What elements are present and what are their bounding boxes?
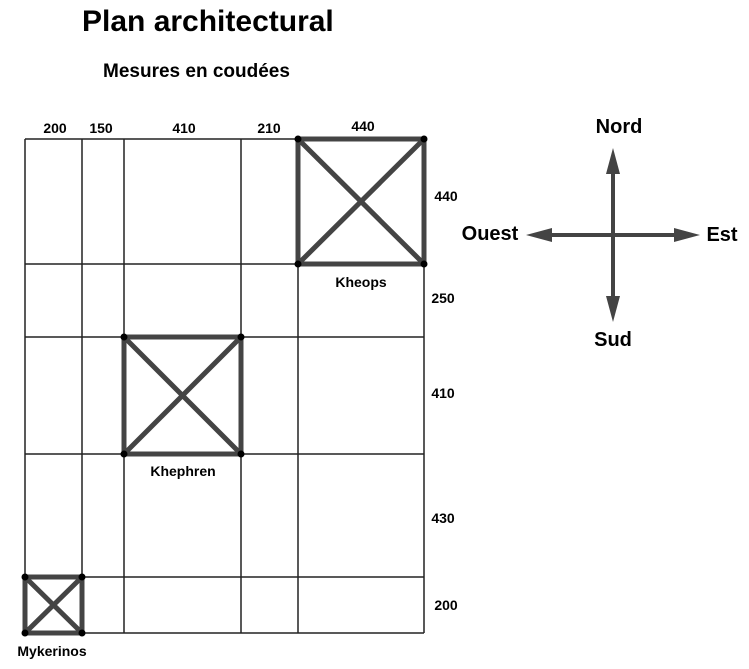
west-arrowhead-icon [526,228,552,242]
corner-dot [78,629,86,637]
corner-dot [420,260,428,268]
pyramid-diagonal [23,575,84,635]
row-label: 410 [431,385,455,401]
column-label: 410 [172,120,196,136]
corner-dot [21,629,29,637]
compass-label-north: Nord [596,116,643,138]
diagram-title: Plan architectural [82,5,334,38]
pyramid-mykerinos [22,574,85,636]
compass-rose [526,148,700,322]
column-label: 440 [351,118,375,134]
north-arrowhead-icon [606,148,620,174]
corner-dot [120,450,128,458]
column-label: 200 [43,120,67,136]
pyramid-base [22,574,85,636]
pyramid-label-kheops: Kheops [335,274,387,290]
south-arrowhead-icon [606,296,620,322]
corner-dot [420,135,428,143]
row-label: 200 [434,597,458,613]
row-label: 440 [434,188,458,204]
row-label: 430 [431,510,455,526]
corner-dot [237,450,245,458]
corner-dot [21,573,29,581]
corner-dot [237,333,245,341]
pyramid-khephren [121,334,244,457]
corner-dot [294,260,302,268]
pyramid-base [121,334,244,457]
corner-dot [294,135,302,143]
compass-label-east: Est [706,224,737,246]
column-label: 210 [257,120,281,136]
column-label: 150 [89,120,113,136]
compass-label-west: Ouest [462,223,519,245]
row-labels: 440 250 410 430 200 [431,188,458,613]
pyramid-base [295,136,427,267]
column-labels: 200 150 410 210 440 [43,118,375,136]
pyramid-diagonal [296,137,426,266]
diagram-subtitle: Mesures en coudées [103,61,290,82]
pyramid-kheops [295,136,427,267]
compass-label-south: Sud [594,329,632,351]
pyramid-label-khephren: Khephren [150,463,215,479]
pyramid-label-mykerinos: Mykerinos [17,643,86,659]
pyramid-diagonal [122,335,243,456]
corner-dot [120,333,128,341]
row-label: 250 [431,290,455,306]
east-arrowhead-icon [674,228,700,242]
plan-grid [24,138,425,634]
corner-dot [78,573,86,581]
